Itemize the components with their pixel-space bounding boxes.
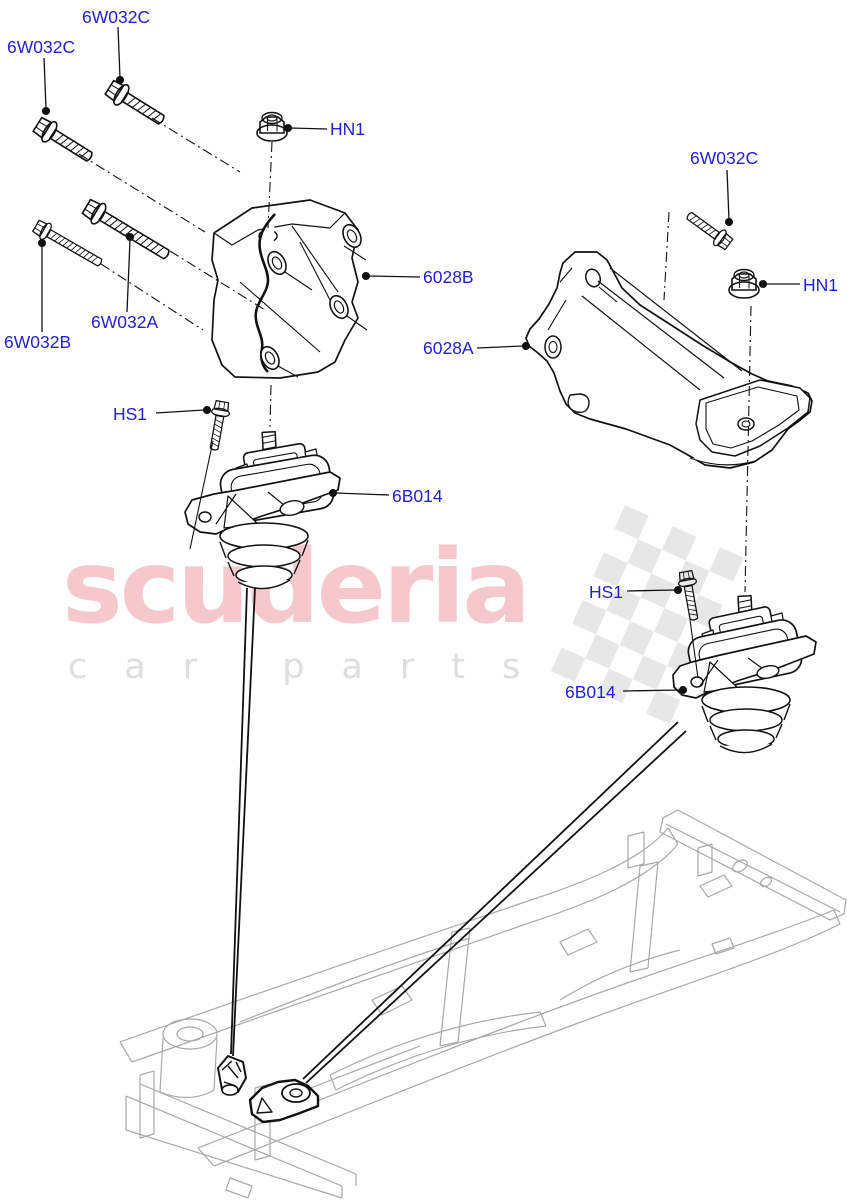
bolt-6w032c-right [682, 206, 735, 253]
engine-mount-6b014-left-drawing [184, 430, 341, 590]
watermark-subtitle-text: car parts [68, 647, 557, 687]
part-label-hs1-right: HS1 [589, 582, 623, 602]
part-label-6w032c-left: 6W032C [7, 37, 75, 57]
chassis-frame-drawing [119, 809, 847, 1199]
part-label-6028b: 6028B [423, 267, 474, 287]
brand-watermark: scuderia car parts [62, 505, 744, 725]
part-label-6b014-left: 6B014 [392, 486, 443, 506]
part-number-labels: 6W032C 6W032C HN1 6W032C HN1 6028B 6028A… [4, 7, 838, 702]
callout-leader-lines [37, 26, 800, 695]
chassis-mount-bracket-bold [248, 1078, 320, 1124]
location-pointer-lines [230, 587, 687, 1084]
watermark-brand-text: scuderia [62, 528, 528, 647]
nut-hn1-right [728, 268, 760, 299]
part-label-6w032c-right: 6W032C [690, 148, 758, 168]
part-label-6028a: 6028A [423, 338, 474, 358]
chassis-mount-boss-left [217, 1055, 247, 1096]
engine-bracket-6028b-drawing [211, 199, 368, 379]
part-label-6w032a: 6W032A [91, 312, 158, 332]
part-label-6w032c-upper: 6W032C [82, 7, 150, 27]
assembly-axis-lines [78, 117, 752, 679]
part-label-hn1-top: HN1 [330, 119, 365, 139]
nut-hn1-top [256, 111, 288, 142]
part-label-hn1-right: HN1 [803, 275, 838, 295]
engine-bracket-6028a-drawing [525, 251, 813, 469]
part-label-6w032b: 6W032B [4, 332, 71, 352]
part-label-hs1-left: HS1 [113, 404, 147, 424]
engine-mount-6b014-right-drawing [672, 594, 817, 754]
part-label-6b014-right: 6B014 [565, 682, 616, 702]
